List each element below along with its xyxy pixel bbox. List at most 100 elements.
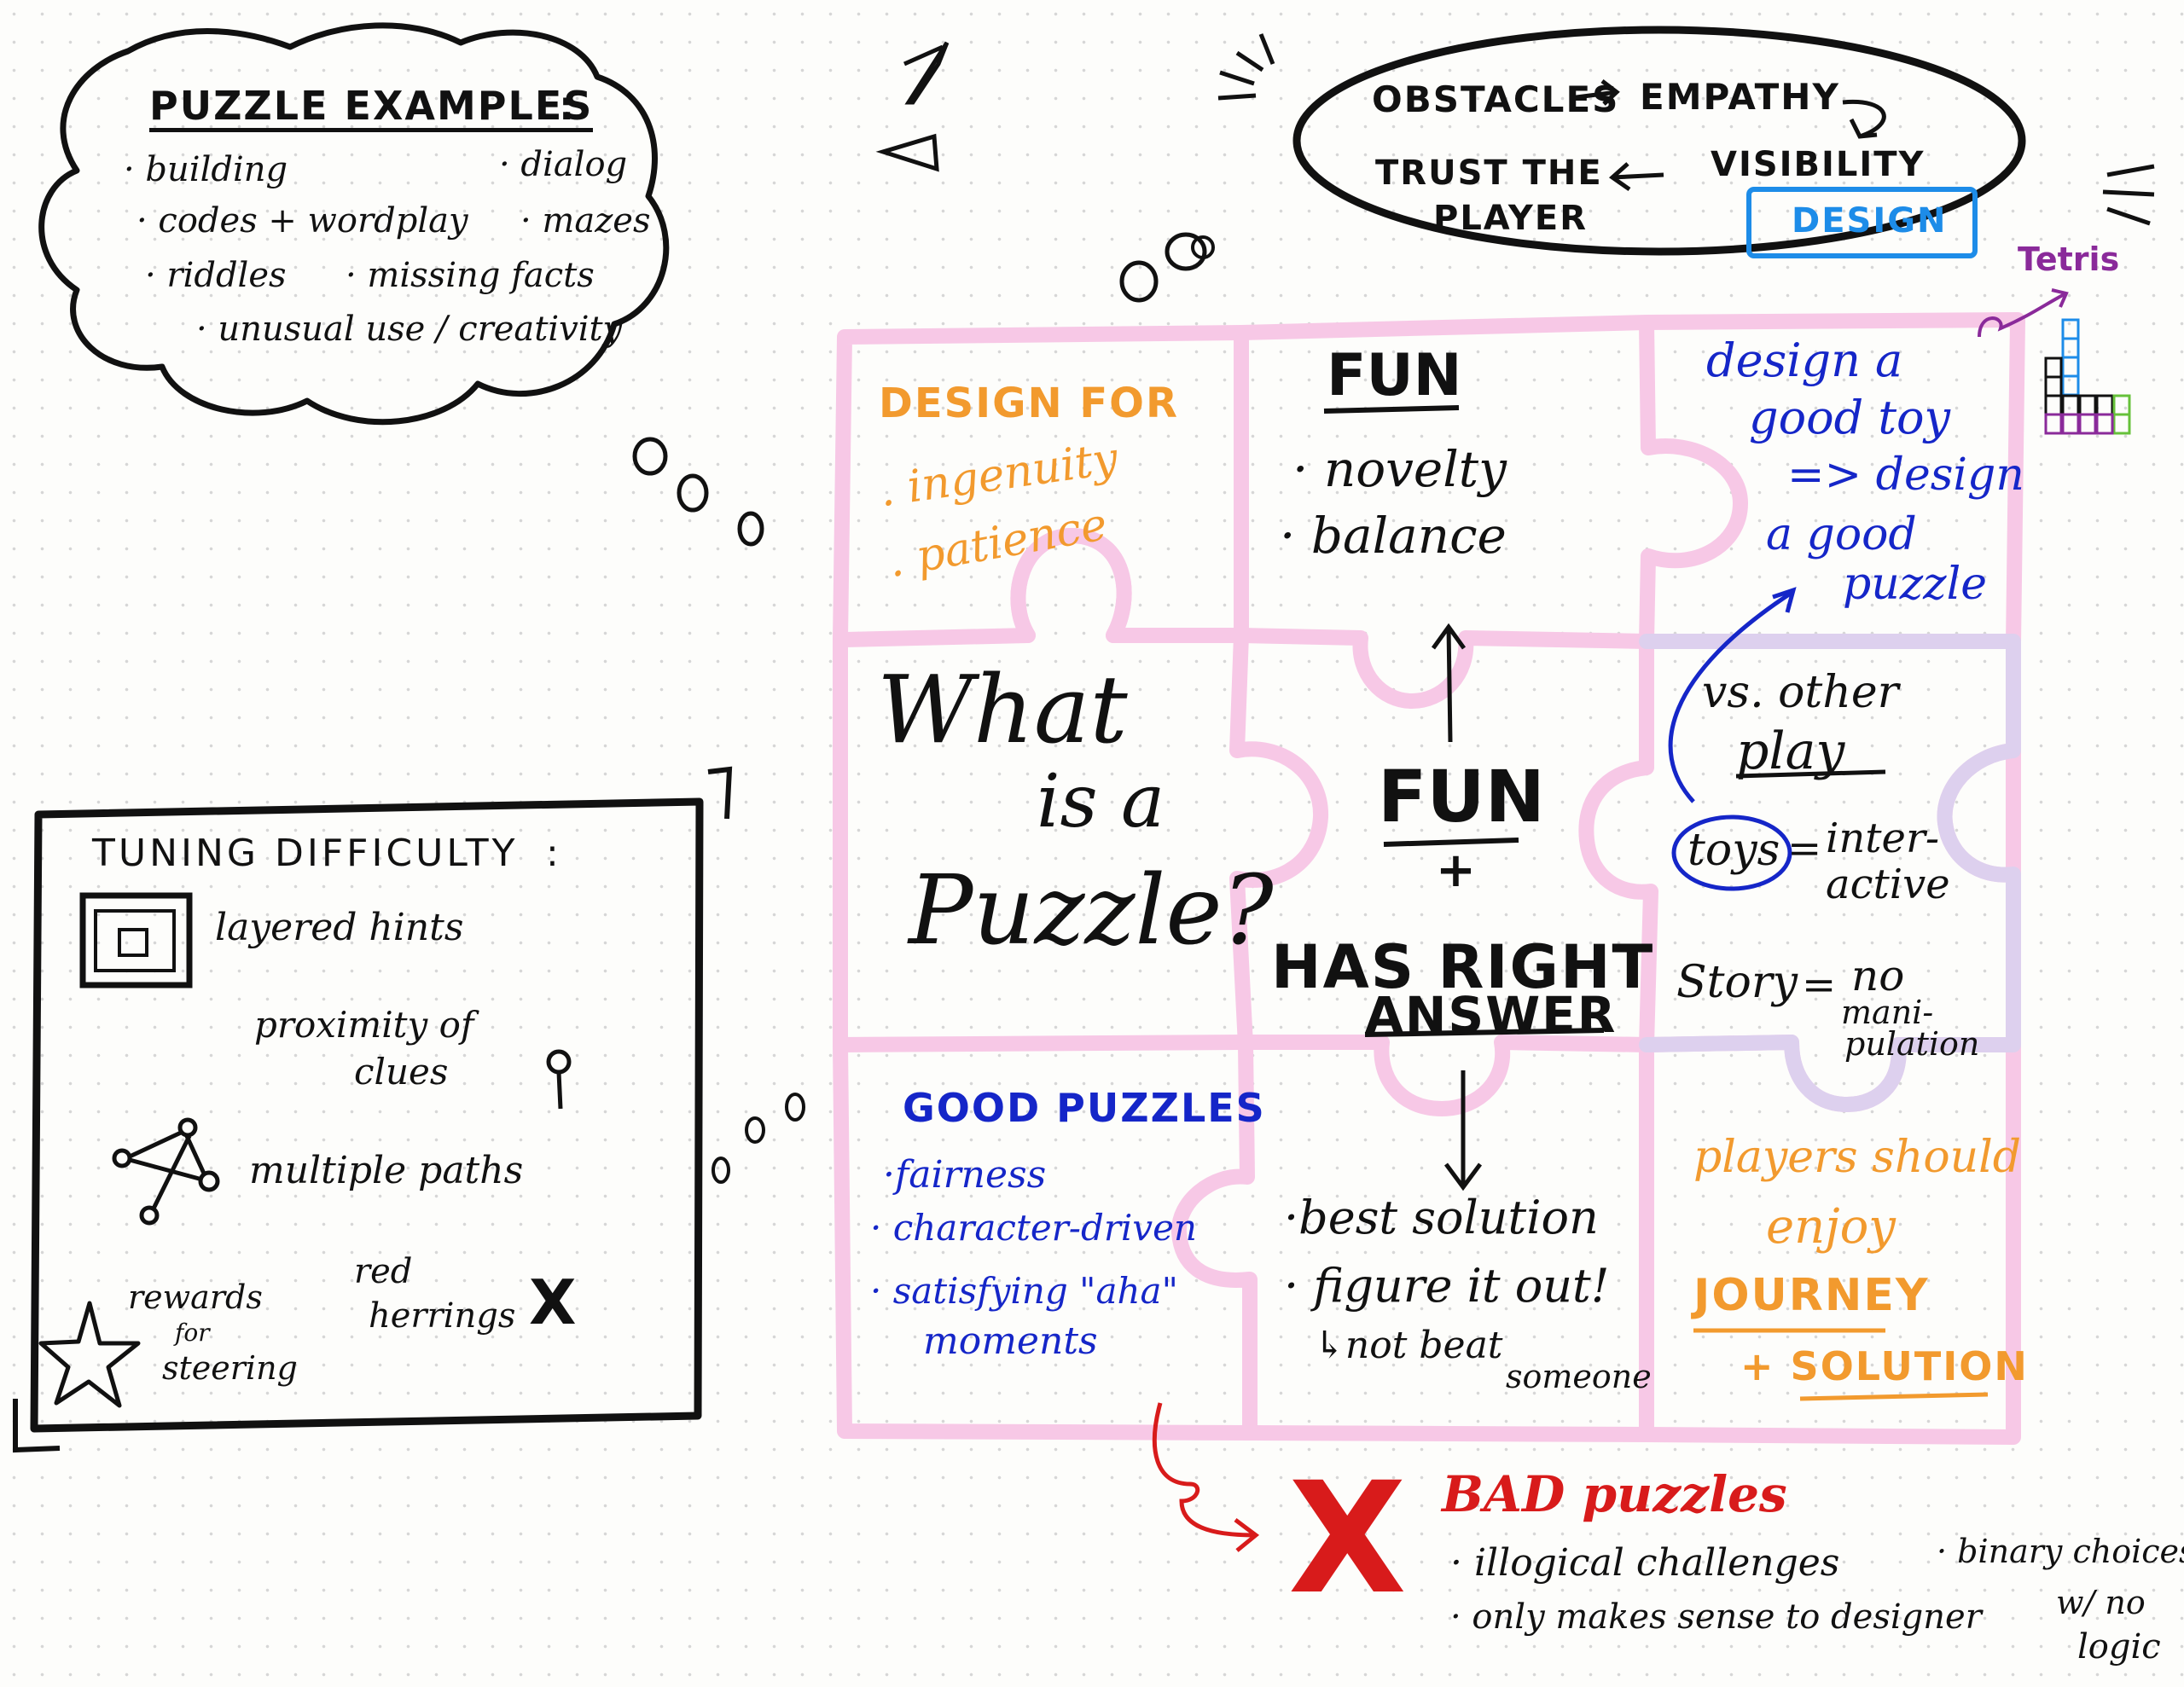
x-mark: X bbox=[529, 1267, 577, 1338]
arrow-up bbox=[1431, 623, 1467, 743]
puzzle-knob bbox=[1010, 527, 1132, 643]
layered-hints-icon bbox=[79, 892, 193, 988]
rewards-label: rewards bbox=[128, 1278, 263, 1316]
design-tag-box bbox=[1746, 187, 1978, 258]
bad-puzzles-title: BAD puzzles bbox=[1442, 1465, 1787, 1523]
layered-hints-icon-inner bbox=[94, 909, 176, 972]
multiple-paths-label: multiple paths bbox=[249, 1149, 524, 1192]
has-right-label: HAS RIGHT bbox=[1271, 932, 1655, 1002]
no-label: no bbox=[1851, 951, 1905, 1000]
bad-x-mark: X bbox=[1288, 1450, 1407, 1628]
tuning-box-corner bbox=[13, 1399, 61, 1453]
arrow-down bbox=[1443, 1070, 1483, 1191]
fun-item: · balance bbox=[1280, 507, 1507, 565]
tetris-icon bbox=[2044, 318, 2131, 435]
triangle-doodle bbox=[875, 133, 939, 172]
puzzle-example-item: · missing facts bbox=[346, 256, 595, 295]
puzzle-example-item: · unusual use / creativity bbox=[196, 310, 623, 349]
good-puzzles-item: ·fairness bbox=[883, 1153, 1047, 1197]
best-line: someone bbox=[1506, 1358, 1652, 1395]
puzzle-examples-title: PUZZLE EXAMPLES bbox=[149, 85, 594, 133]
players-line: enjoy bbox=[1766, 1199, 1896, 1255]
layered-hints-label: layered hints bbox=[215, 906, 464, 949]
underline bbox=[1323, 405, 1460, 414]
thought-bubble bbox=[785, 1093, 805, 1122]
multiple-paths-icon bbox=[112, 1117, 220, 1226]
puzzle-examples-colon: : bbox=[559, 83, 577, 129]
story-equals: = bbox=[1802, 961, 1837, 1009]
layered-hints-icon-core bbox=[118, 928, 148, 957]
puzzle-piece-highlight bbox=[1639, 634, 2021, 1112]
thought-bubble bbox=[632, 437, 668, 476]
center-fun: FUN bbox=[1378, 755, 1545, 838]
players-line: + SOLUTION bbox=[1740, 1343, 2029, 1389]
arrow bbox=[1842, 99, 1886, 139]
play-label: play bbox=[1736, 722, 1845, 781]
steering-label: steering bbox=[162, 1349, 298, 1387]
visibility-label: VISIBILITY bbox=[1711, 145, 1926, 184]
puzzle-example-item: · dialog bbox=[499, 145, 628, 184]
triangle-doodle bbox=[903, 41, 950, 105]
center-plus: + bbox=[1436, 843, 1476, 898]
clues-label: clues bbox=[354, 1051, 449, 1093]
toys-circle bbox=[1671, 815, 1792, 891]
best-line: ·best solution bbox=[1284, 1191, 1599, 1244]
toys-equals: = bbox=[1787, 825, 1822, 872]
bad-puzzles-item: w/ no bbox=[2056, 1584, 2146, 1621]
design-for-title: DESIGN FOR bbox=[879, 380, 1179, 427]
underline bbox=[1735, 769, 1886, 779]
best-line: · figure it out! bbox=[1284, 1259, 1610, 1313]
arrow-red bbox=[1153, 1402, 1255, 1538]
bad-puzzles-item: · only makes sense to designer bbox=[1450, 1597, 1982, 1637]
underline bbox=[1364, 1028, 1605, 1037]
thought-bubble bbox=[1119, 260, 1159, 303]
players-line: players should bbox=[1693, 1132, 2022, 1183]
what-line: Puzzle? bbox=[909, 855, 1274, 966]
answer-label: ANSWER bbox=[1365, 986, 1618, 1044]
story-label: Story bbox=[1676, 957, 1798, 1008]
fun-item: · novelty bbox=[1292, 440, 1507, 498]
arrow bbox=[1569, 79, 1620, 106]
tetris-label: Tetris bbox=[2018, 241, 2120, 278]
tuning-colon: : bbox=[546, 832, 559, 875]
bad-puzzles-item: logic bbox=[2077, 1627, 2161, 1667]
arrow-blue-head bbox=[1772, 587, 1797, 613]
trust-label: TRUST THE bbox=[1375, 154, 1603, 193]
active-label: active bbox=[1826, 861, 1950, 908]
thought-bubble bbox=[1165, 232, 1207, 271]
star-icon bbox=[38, 1301, 141, 1408]
mani-label: mani- bbox=[1841, 994, 1934, 1031]
arrow-blue bbox=[1668, 590, 1793, 803]
thought-bubble bbox=[1191, 235, 1215, 259]
thought-bubble bbox=[677, 473, 709, 513]
thought-bubble bbox=[737, 511, 764, 547]
vs-other-label: vs. other bbox=[1702, 667, 1899, 718]
emphasis-marks bbox=[1217, 33, 1275, 101]
pin-icon bbox=[546, 1049, 572, 1075]
toy-line: puzzle bbox=[1843, 559, 1987, 610]
good-puzzles-title: GOOD PUZZLES bbox=[903, 1085, 1266, 1131]
best-line: ↳not beat bbox=[1314, 1324, 1503, 1367]
toy-line: design a bbox=[1706, 333, 1903, 387]
design-ellipse bbox=[1292, 26, 2026, 256]
puzzle-example-item: · codes + wordplay bbox=[136, 201, 468, 241]
what-line: What bbox=[877, 655, 1128, 764]
toys-label: toys bbox=[1687, 825, 1780, 876]
good-puzzles-item: moments bbox=[923, 1319, 1098, 1363]
tetris-arrow bbox=[1978, 288, 2069, 338]
toy-line: => design bbox=[1787, 449, 2024, 501]
pulation-label: pulation bbox=[1844, 1025, 1980, 1063]
toy-line: a good bbox=[1766, 509, 1917, 560]
puzzle-example-item: · building bbox=[124, 150, 288, 189]
fun-title: FUN bbox=[1327, 342, 1462, 409]
toy-line: good toy bbox=[1749, 391, 1951, 444]
thought-bubble bbox=[712, 1157, 730, 1184]
emphasis-marks bbox=[2102, 164, 2155, 226]
herrings-label: herrings bbox=[369, 1296, 516, 1336]
arrow bbox=[1608, 162, 1664, 192]
red-label: red bbox=[354, 1252, 413, 1291]
inter-label: inter- bbox=[1826, 815, 1940, 862]
proximity-label: proximity of bbox=[254, 1004, 474, 1046]
bad-puzzles-item: · illogical challenges bbox=[1450, 1541, 1840, 1585]
